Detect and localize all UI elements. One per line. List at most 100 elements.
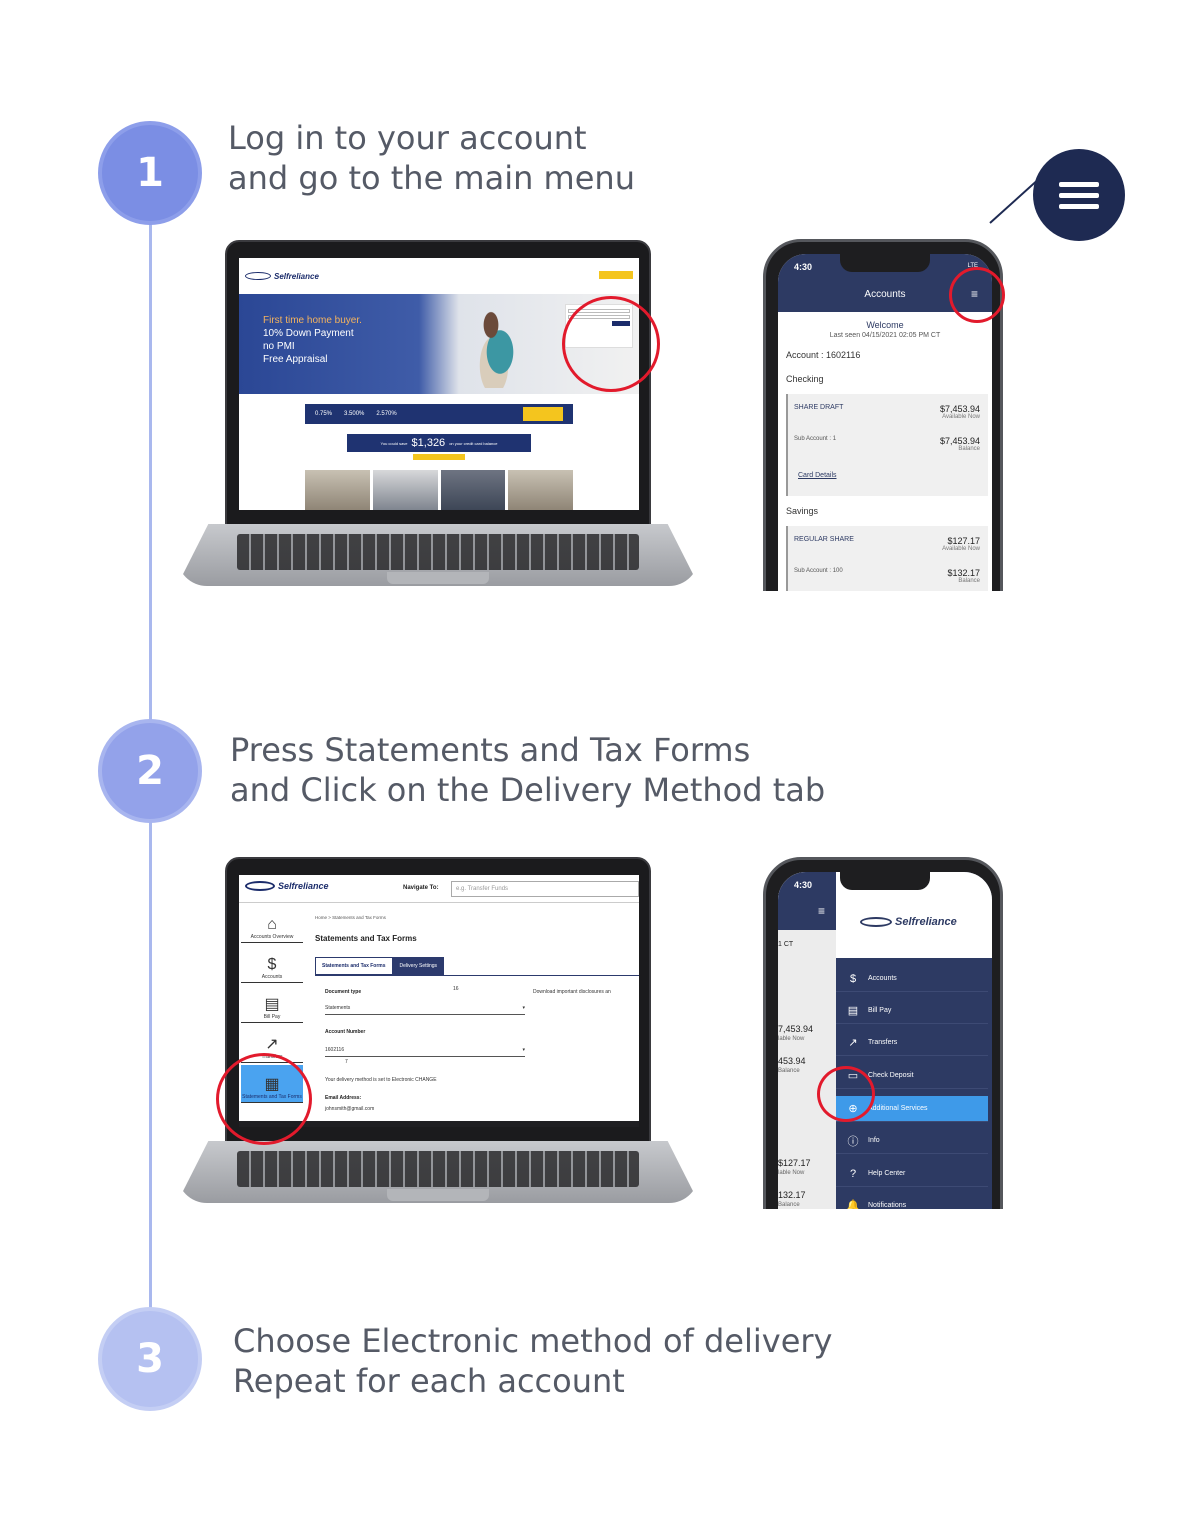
- account-number-value: 1602116: [325, 1047, 345, 1053]
- open-account-button[interactable]: [599, 271, 633, 279]
- dollar-icon: $: [267, 956, 277, 973]
- drawer-item-notifications[interactable]: 🔔Notifications: [836, 1193, 988, 1209]
- drawer-item-bill-pay[interactable]: ▤Bill Pay: [836, 998, 988, 1024]
- chevron-down-icon: ▾: [522, 1047, 525, 1053]
- sub-account-100: Sub Account : 100: [794, 568, 843, 574]
- balance-label: Balance: [958, 446, 980, 452]
- website-home-screen: Selfreliance First time home buyer. 10% …: [239, 258, 639, 510]
- email-value: johnsmith@gmail.com: [325, 1106, 375, 1112]
- side-item-bill-pay[interactable]: ▤Bill Pay: [241, 985, 303, 1023]
- drawer-item-help-center[interactable]: ?Help Center: [836, 1161, 988, 1187]
- tab-statements[interactable]: Statements and Tax Forms: [315, 957, 393, 975]
- cursor-digit: 7: [345, 1059, 348, 1065]
- side-drawer: Selfreliance $Accounts ▤Bill Pay ↗ Transf…: [836, 872, 992, 1209]
- fragment-label: Balance: [778, 1068, 800, 1074]
- side-label: Accounts Overview: [250, 934, 294, 940]
- drawer-logo: Selfreliance: [860, 916, 957, 928]
- breadcrumb[interactable]: Home > Statements and Tax Forms: [315, 915, 386, 920]
- site-logo[interactable]: Selfreliance: [245, 270, 319, 282]
- rates-cta-button[interactable]: [523, 407, 563, 421]
- dollar-icon: $: [849, 972, 857, 985]
- hero-text: First time home buyer. 10% Down Payment …: [263, 314, 362, 366]
- card-details-link[interactable]: Card Details: [798, 472, 837, 479]
- logo-mark-icon: [245, 881, 275, 891]
- status-time: 4:30: [794, 262, 813, 272]
- share-draft-balance-amount: $7,453.94: [939, 436, 980, 446]
- regular-balance-amount: $132.17: [947, 568, 980, 578]
- login-highlight-ring: [562, 296, 660, 392]
- share-draft-available-amount: $7,453.94: [939, 404, 980, 414]
- step-3-circle: 3: [98, 1307, 202, 1411]
- download-disclosures-text[interactable]: Download important disclosures an: [533, 989, 611, 995]
- hero-line-3: no PMI: [263, 341, 295, 352]
- delivery-method-text[interactable]: Your delivery method is set to Electroni…: [325, 1077, 437, 1083]
- account-number-select[interactable]: 1602116 ▾: [325, 1047, 525, 1057]
- side-label: Accounts: [261, 974, 283, 980]
- fragment-amount: $127.17: [778, 1158, 811, 1168]
- hero-line-4: Free Appraisal: [263, 354, 328, 365]
- document-type-select[interactable]: Statements▾: [325, 1005, 525, 1015]
- drawer-item-transfers[interactable]: ↗ Transfers: [836, 1030, 988, 1056]
- bill-icon: ▤: [264, 996, 280, 1013]
- os-taskbar: [239, 1121, 639, 1127]
- info-icon: ⓘ: [847, 1135, 859, 1148]
- background-fragment: 1 CT: [778, 941, 794, 948]
- status-signal: LTE: [967, 263, 978, 269]
- hero-line-1: First time home buyer.: [263, 315, 362, 326]
- statements-screen: Selfreliance Navigate To: e.g. Transfer …: [239, 875, 639, 1127]
- transfer-arrow-icon: ↗: [265, 1036, 279, 1053]
- transfer-arrow-icon: ↗: [848, 1037, 858, 1049]
- rate-2: 3.500%: [344, 411, 365, 417]
- balance-label: Balance: [958, 578, 980, 584]
- regular-share-name: REGULAR SHARE: [794, 536, 854, 543]
- drawer-label: Check Deposit: [868, 1072, 914, 1079]
- drawer-label: Help Center: [868, 1170, 906, 1177]
- phone-accounts: 4:30 LTE Accounts ≡ Welcome Last seen 04…: [763, 239, 1003, 591]
- available-now-label: Available Now: [942, 414, 980, 420]
- side-item-accounts-overview[interactable]: ⌂Accounts Overview: [241, 905, 303, 943]
- tab-delivery-settings[interactable]: Delivery Settings: [392, 957, 445, 975]
- laptop-trackpad: [387, 1189, 489, 1201]
- navigate-input[interactable]: e.g. Transfer Funds: [451, 881, 639, 897]
- site-logo[interactable]: Selfreliance: [245, 881, 329, 891]
- statement-tabs: Statements and Tax Forms Delivery Settin…: [315, 957, 445, 975]
- drawer-label: Transfers: [868, 1039, 898, 1046]
- rate-3: 2.570%: [376, 411, 397, 417]
- save-text: You could save: [380, 440, 408, 446]
- hero-photo: [467, 298, 527, 388]
- logo-text: Selfreliance: [895, 916, 957, 928]
- navigate-label: Navigate To:: [403, 885, 439, 891]
- banking-header: [239, 875, 639, 903]
- hamburger-menu-icon-callout: [1033, 149, 1125, 241]
- page-title: Statements and Tax Forms: [315, 934, 417, 943]
- account-number: Account : 1602116: [786, 350, 861, 360]
- home-icon: ⌂: [267, 916, 277, 933]
- drawer-label: Notifications: [868, 1202, 907, 1209]
- last-seen-text: Last seen 04/15/2021 02:05 PM CT: [829, 332, 941, 339]
- phone-notch: [840, 254, 930, 272]
- fragment-amount: 453.94: [778, 1056, 806, 1066]
- document-type-value: Statements: [325, 1005, 351, 1011]
- drawer-item-info[interactable]: ⓘ Info: [836, 1128, 988, 1154]
- hamburger-menu-icon[interactable]: ≡: [818, 904, 826, 918]
- logo-mark-icon: [245, 272, 271, 280]
- step-2-circle: 2: [98, 719, 202, 823]
- laptop-trackpad: [387, 572, 489, 584]
- side-item-accounts[interactable]: $Accounts: [241, 945, 303, 983]
- drawer-label: Info: [868, 1137, 880, 1144]
- fragment-label: lable Now: [778, 1036, 805, 1042]
- drawer-item-accounts[interactable]: $Accounts: [836, 966, 988, 992]
- save-cta-button[interactable]: [413, 454, 465, 460]
- step-3-text: Choose Electronic method of delivery Rep…: [233, 1322, 833, 1400]
